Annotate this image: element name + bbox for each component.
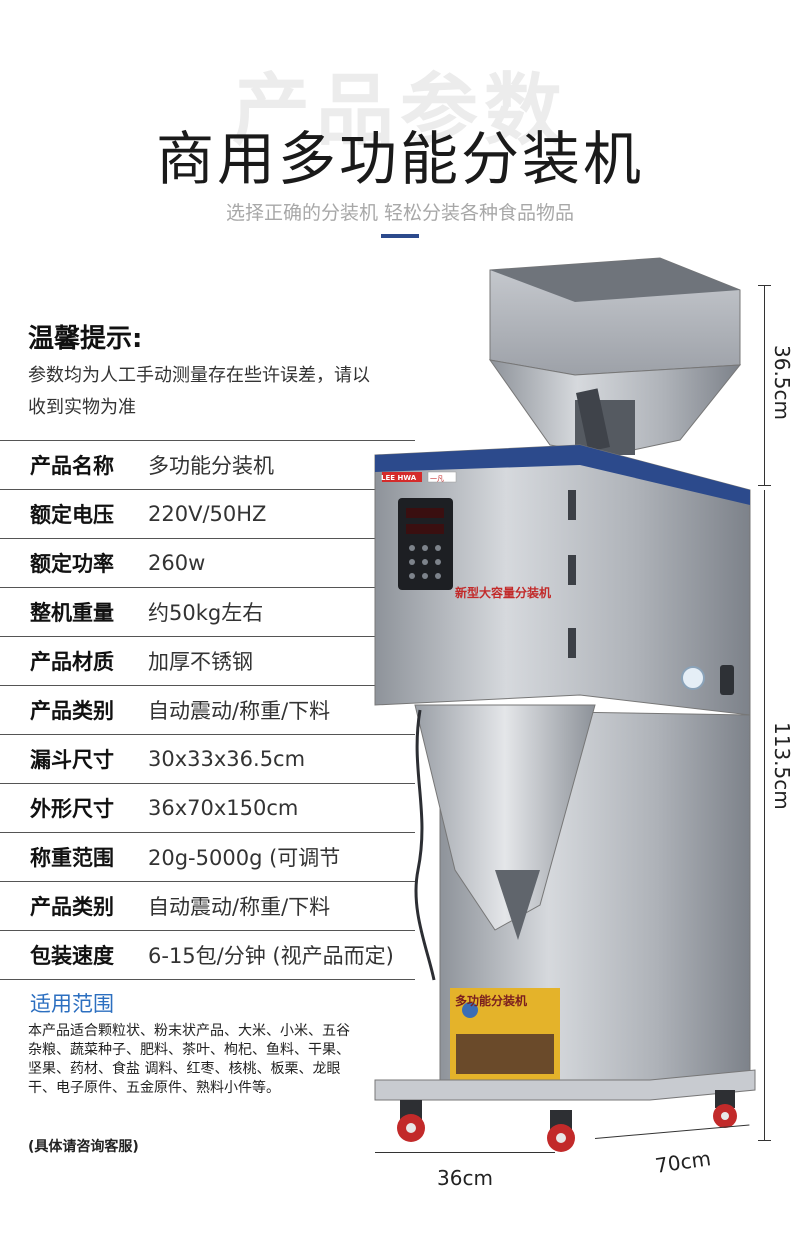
spec-value: 30x33x36.5cm	[148, 747, 306, 771]
spec-row: 产品类别 自动震动/称重/下料	[0, 685, 415, 734]
tips-title: 温馨提示:	[28, 324, 143, 354]
spec-key: 额定电压	[30, 503, 114, 527]
spec-row: 额定功率 260w	[0, 538, 415, 587]
brand-label: LEE HWA	[381, 474, 417, 482]
tips-text: 参数均为人工手动测量存在些许误差，请以收到实物为准	[28, 365, 370, 418]
scope-text: 本产品适合颗粒状、粉末状产品、大米、小米、五谷杂粮、蔬菜种子、肥料、茶叶、枸杞、…	[28, 1023, 350, 1096]
spec-key: 额定功率	[30, 552, 114, 576]
spec-row: 整机重量 约50kg左右	[0, 587, 415, 636]
page-title: 商用多功能分装机	[155, 125, 644, 193]
dim-hopper-height: 36.5cm	[770, 345, 794, 421]
side-label: 新型大容量分装机	[455, 586, 552, 600]
hopper	[488, 257, 742, 456]
spec-key: 整机重量	[30, 601, 114, 625]
dim-line-hopper	[764, 285, 765, 485]
scope-note: (具体请咨询客服)	[28, 1139, 139, 1155]
spec-key: 产品类别	[30, 895, 114, 919]
spec-value: 260w	[148, 551, 206, 575]
spec-row: 称重范围 20g-5000g (可调节	[0, 832, 415, 881]
dim-line-width	[375, 1152, 555, 1153]
page-subtitle: 选择正确的分装机 轻松分装各种食品物品	[225, 202, 575, 224]
dim-body-height: 113.5cm	[770, 722, 794, 810]
spec-value: 加厚不锈钢	[148, 650, 253, 674]
machine-illustration	[374, 257, 756, 1152]
spec-row: 产品名称 多功能分装机	[0, 440, 415, 489]
title-underline	[381, 234, 419, 238]
brand-tag: 一凡	[430, 475, 444, 483]
lower-cabinet	[414, 704, 751, 1091]
spec-value: 220V/50HZ	[148, 502, 267, 526]
spec-key: 漏斗尺寸	[30, 748, 114, 772]
sticker-text: 多功能分装机	[455, 994, 528, 1008]
spec-value: 36x70x150cm	[148, 796, 299, 820]
spec-key: 称重范围	[30, 846, 114, 870]
spec-key: 外形尺寸	[30, 797, 114, 821]
header-watermark: 产品参数	[231, 66, 568, 156]
spec-row: 包装速度 6-15包/分钟 (视产品而定)	[0, 930, 415, 980]
spec-table: 产品名称 多功能分装机 额定电压 220V/50HZ 额定功率 260w 整机重量 约5…	[0, 440, 415, 980]
dim-width: 36cm	[437, 1166, 493, 1190]
spec-value: 多功能分装机	[148, 454, 274, 478]
spec-row: 外形尺寸 36x70x150cm	[0, 783, 415, 832]
dim-tick	[758, 285, 771, 286]
spec-value: 6-15包/分钟 (视产品而定)	[148, 944, 394, 968]
dim-tick	[758, 485, 771, 486]
machine-base	[374, 1069, 756, 1152]
dim-tick	[758, 1140, 771, 1141]
spec-row: 漏斗尺寸 30x33x36.5cm	[0, 734, 415, 783]
spec-key: 产品材质	[30, 650, 114, 674]
scope-title: 适用范围	[30, 992, 114, 1016]
spec-key: 产品名称	[30, 454, 114, 478]
dim-line-body	[764, 490, 765, 1140]
spec-value: 20g-5000g (可调节	[148, 846, 341, 870]
spec-key: 产品类别	[30, 699, 114, 723]
spec-value: 自动震动/称重/下料	[148, 699, 331, 723]
spec-value: 约50kg左右	[148, 601, 264, 625]
spec-row: 产品材质 加厚不锈钢	[0, 636, 415, 685]
spec-row: 产品类别 自动震动/称重/下料	[0, 881, 415, 930]
spec-key: 包装速度	[30, 944, 114, 968]
spec-row: 额定电压 220V/50HZ	[0, 489, 415, 538]
spec-value: 自动震动/称重/下料	[148, 895, 331, 919]
upper-cabinet	[374, 444, 751, 716]
